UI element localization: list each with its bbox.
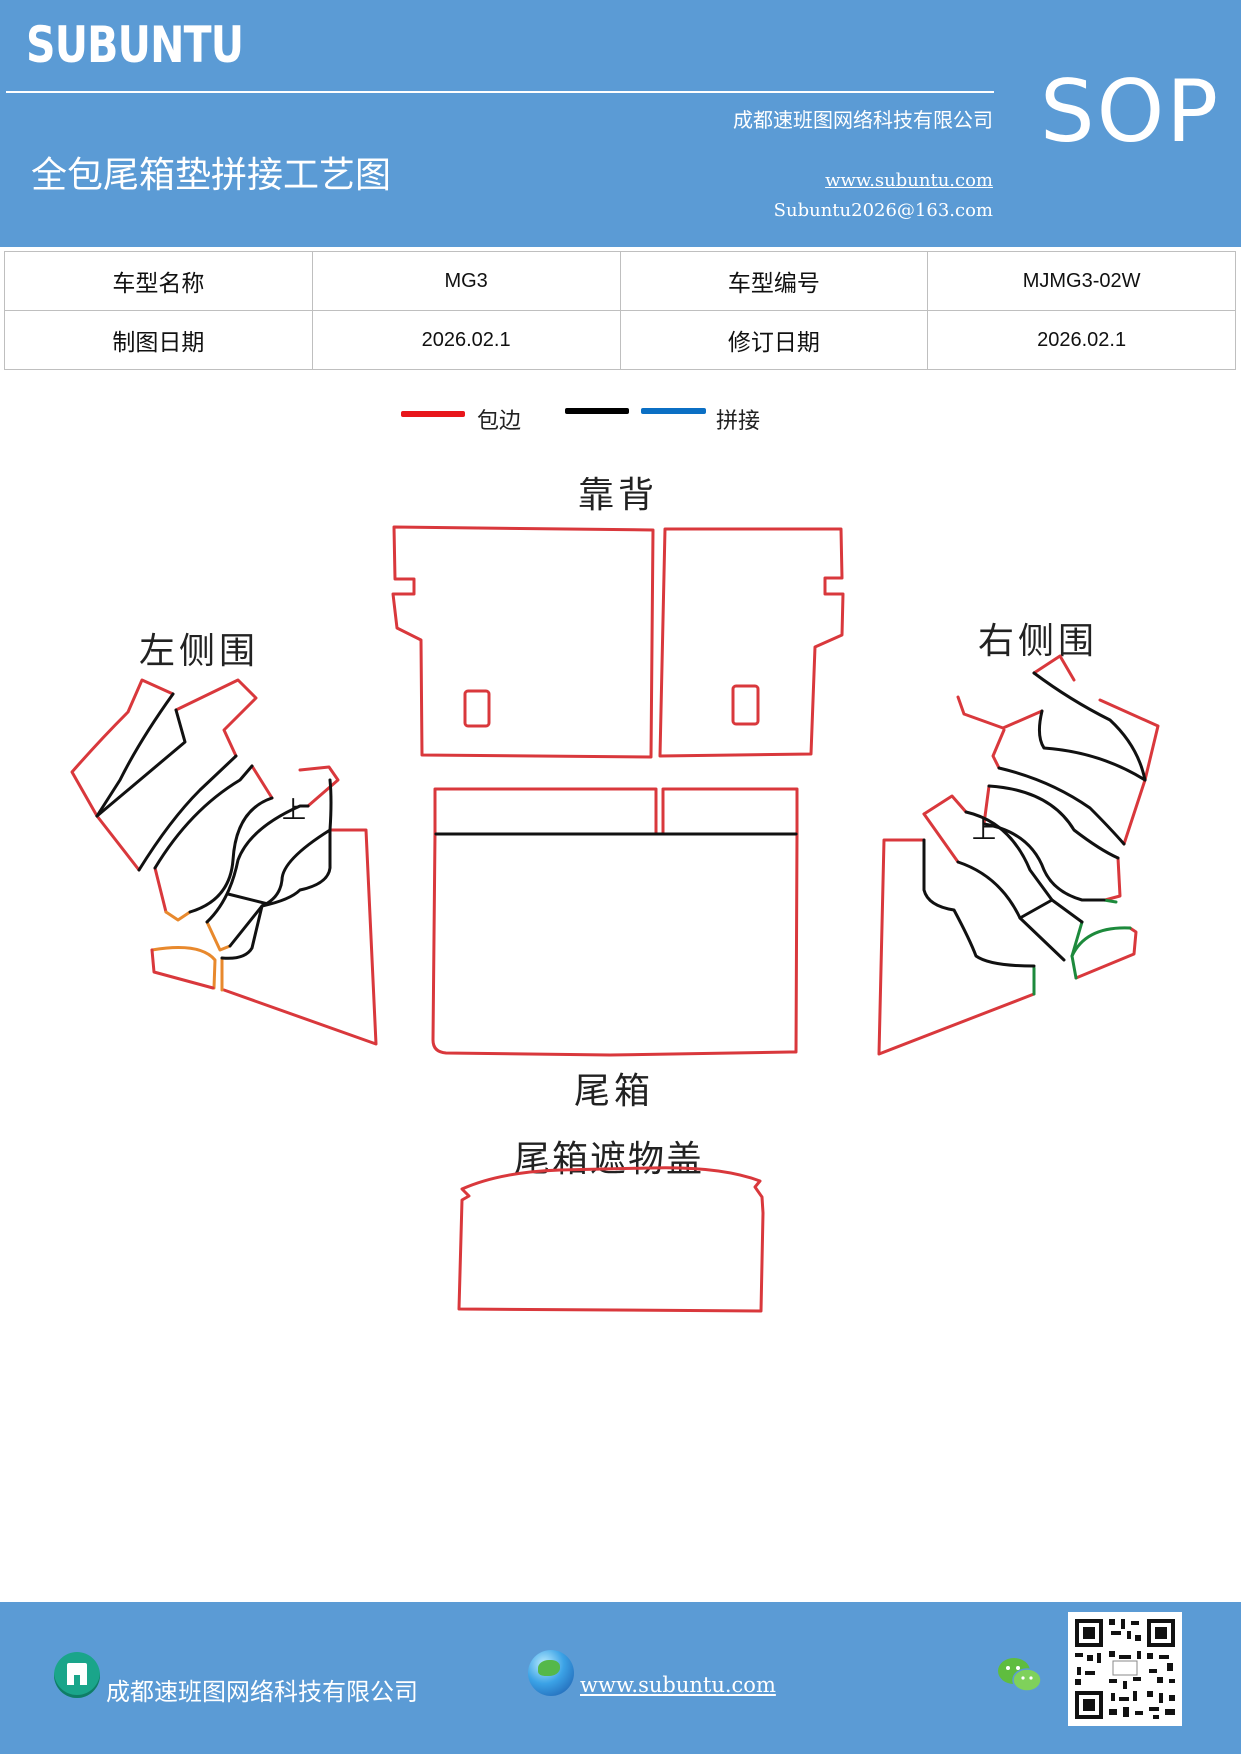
globe-icon bbox=[528, 1650, 574, 1696]
legend-swatch-edge bbox=[401, 411, 465, 417]
label-cover: 尾箱遮物盖 bbox=[514, 1139, 705, 1180]
backrest-left-cutout bbox=[463, 689, 491, 728]
table-cell: 修订日期 bbox=[619, 310, 929, 370]
footer-company: 成都速班图网络科技有限公司 bbox=[106, 1678, 418, 1706]
label-left-side: 左侧围 bbox=[139, 631, 260, 672]
table-cell: MG3 bbox=[311, 251, 621, 311]
legend: 包边 拼接 bbox=[0, 395, 1241, 445]
sop-badge: SOP bbox=[1040, 62, 1221, 162]
table-cell: 2026.02.1 bbox=[311, 310, 621, 370]
legend-swatch-seam-black bbox=[565, 408, 629, 414]
table-row: 车型名称 MG3 车型编号 MJMG3-02W bbox=[4, 251, 1236, 311]
header-email: Subuntu2026@163.com bbox=[773, 200, 993, 221]
building-icon bbox=[54, 1652, 100, 1698]
cover-panel bbox=[457, 1166, 765, 1313]
qr-code[interactable] bbox=[1068, 1612, 1182, 1726]
legend-label-seam: 拼接 bbox=[716, 409, 761, 434]
table-row: 制图日期 2026.02.1 修订日期 2026.02.1 bbox=[4, 310, 1236, 370]
wechat-icon[interactable] bbox=[996, 1655, 1042, 1695]
footer-website-link[interactable]: www.subuntu.com bbox=[580, 1673, 776, 1697]
label-trunk: 尾箱 bbox=[574, 1071, 655, 1112]
header-banner: SUBUNTU 成都速班图网络科技有限公司 全包尾箱垫拼接工艺图 www.sub… bbox=[0, 0, 1241, 247]
header-company: 成都速班图网络科技有限公司 bbox=[733, 108, 993, 132]
table-cell: MJMG3-02W bbox=[927, 251, 1236, 311]
trunk-floor bbox=[431, 832, 799, 1057]
backrest-right-panel bbox=[658, 527, 845, 758]
direction-mark-left: 上 bbox=[282, 796, 306, 824]
trunk-upper-right bbox=[661, 787, 799, 836]
label-right-side: 右侧围 bbox=[978, 621, 1099, 662]
backrest-right-cutout bbox=[731, 684, 760, 726]
legend-label-edge: 包边 bbox=[477, 409, 522, 434]
trunk-upper-left bbox=[433, 787, 658, 836]
legend-swatch-seam-blue bbox=[641, 408, 706, 414]
header-divider bbox=[6, 91, 994, 93]
header-website-link[interactable]: www.subuntu.com bbox=[825, 170, 993, 191]
direction-mark-right: 上 bbox=[972, 816, 996, 844]
table-cell: 2026.02.1 bbox=[927, 310, 1236, 370]
table-cell: 制图日期 bbox=[4, 310, 313, 370]
backrest-left-panel bbox=[391, 525, 655, 759]
left-side-wall: 上 bbox=[70, 678, 378, 1046]
page-title: 全包尾箱垫拼接工艺图 bbox=[31, 155, 392, 196]
info-table: 车型名称 MG3 车型编号 MJMG3-02W 制图日期 2026.02.1 修… bbox=[4, 251, 1236, 370]
right-side-wall: 上 bbox=[877, 654, 1160, 1056]
table-cell: 车型名称 bbox=[4, 251, 313, 311]
label-backrest: 靠背 bbox=[578, 475, 659, 516]
brand-logo: SUBUNTU bbox=[26, 16, 244, 74]
table-cell: 车型编号 bbox=[619, 251, 929, 311]
